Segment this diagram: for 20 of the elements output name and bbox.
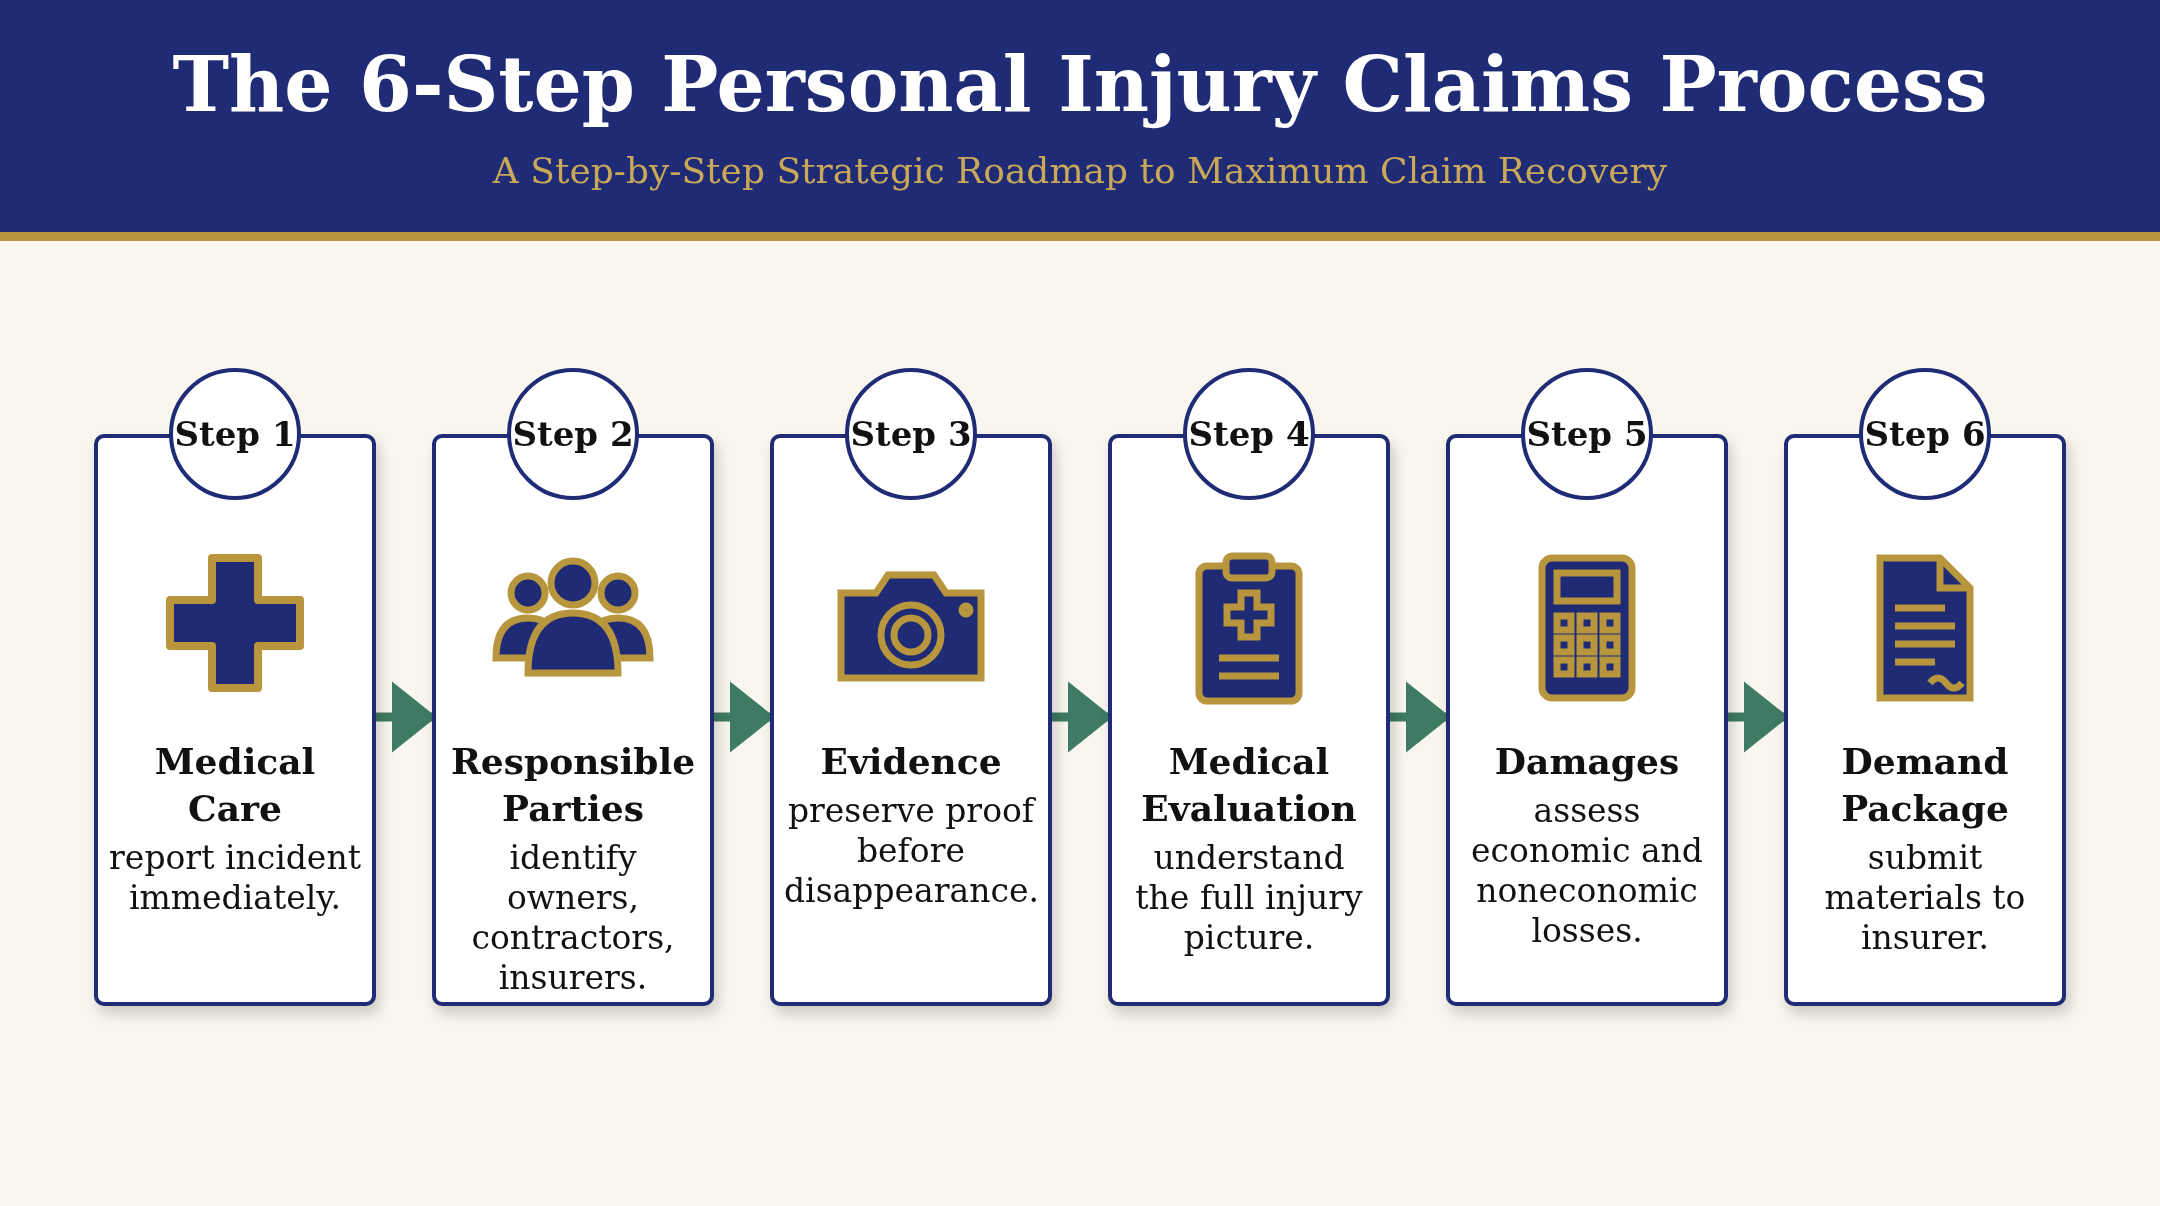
step-badge: Step 4 bbox=[1183, 368, 1315, 500]
step-heading: Medical Evaluation bbox=[1140, 739, 1358, 831]
step-badge: Step 3 bbox=[845, 368, 977, 500]
step-heading: Medical Care bbox=[153, 739, 317, 831]
step-description: assess economic and noneconomic losses. bbox=[1470, 791, 1704, 951]
step-description: submit materials to insurer. bbox=[1823, 838, 2027, 958]
step-heading: Damages bbox=[1493, 739, 1681, 784]
step-description: identify owners, contractors, insurers. bbox=[470, 838, 676, 998]
step-badge: Step 2 bbox=[507, 368, 639, 500]
step-heading: Demand Package bbox=[1840, 739, 2010, 831]
step-badge: Step 6 bbox=[1859, 368, 1991, 500]
step-description: preserve proof before disappearance. bbox=[784, 791, 1038, 911]
step-heading: Responsible Parties bbox=[449, 739, 697, 831]
step-description: understand the full injury picture. bbox=[1134, 838, 1364, 958]
step-badge: Step 5 bbox=[1521, 368, 1653, 500]
subtitle: A Step-by-Step Strategic Roadmap to Maximum Claim Recovery bbox=[491, 150, 1669, 191]
step-heading: Evidence bbox=[819, 739, 1003, 784]
title: The 6-Step Personal Injury Claims Process bbox=[171, 40, 1989, 129]
step-badge: Step 1 bbox=[169, 368, 301, 500]
step-description: report incident immediately. bbox=[108, 838, 362, 918]
